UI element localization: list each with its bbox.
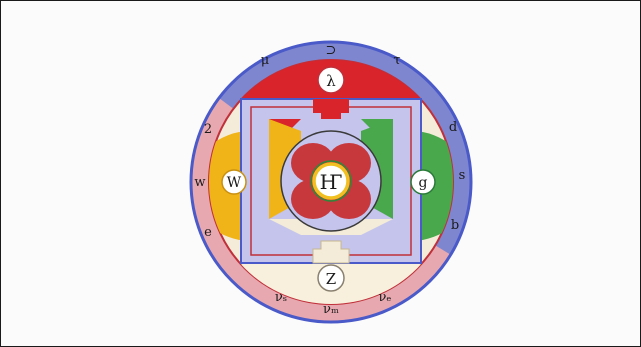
rim-glyph-left-1: 2 — [204, 122, 212, 137]
gate-emblem-right: g — [411, 170, 435, 194]
rim-glyph-top-1: μ — [261, 53, 269, 68]
rim-glyph-top-3: τ — [393, 53, 400, 68]
rim-glyph-right-3: b — [451, 218, 459, 233]
gate-emblem-left-label: W — [227, 175, 242, 191]
rim-glyph-right-2: s — [459, 168, 466, 183]
rim-glyph-bottom-3: νₑ — [379, 290, 392, 305]
rim-glyph-left-2: w — [194, 175, 205, 190]
rim-glyph-bottom-2: νₘ — [323, 302, 339, 317]
gate-emblem-bottom-label: Z — [326, 270, 336, 288]
center-symbol: Ҥ — [320, 170, 343, 194]
gate-emblem-right-label: g — [419, 175, 428, 191]
rim-glyph-bottom-1: νₛ — [275, 290, 287, 305]
gate-emblem-left: W — [222, 170, 246, 194]
rim-glyph-top-2: ⊃ — [326, 43, 337, 58]
gate-emblem-top: λ — [318, 67, 344, 93]
gate-emblem-bottom: Z — [318, 265, 344, 291]
rim-glyph-right-1: d — [449, 120, 457, 135]
gate-emblem-top-label: λ — [326, 72, 336, 90]
rim-glyph-left-3: e — [204, 225, 212, 240]
